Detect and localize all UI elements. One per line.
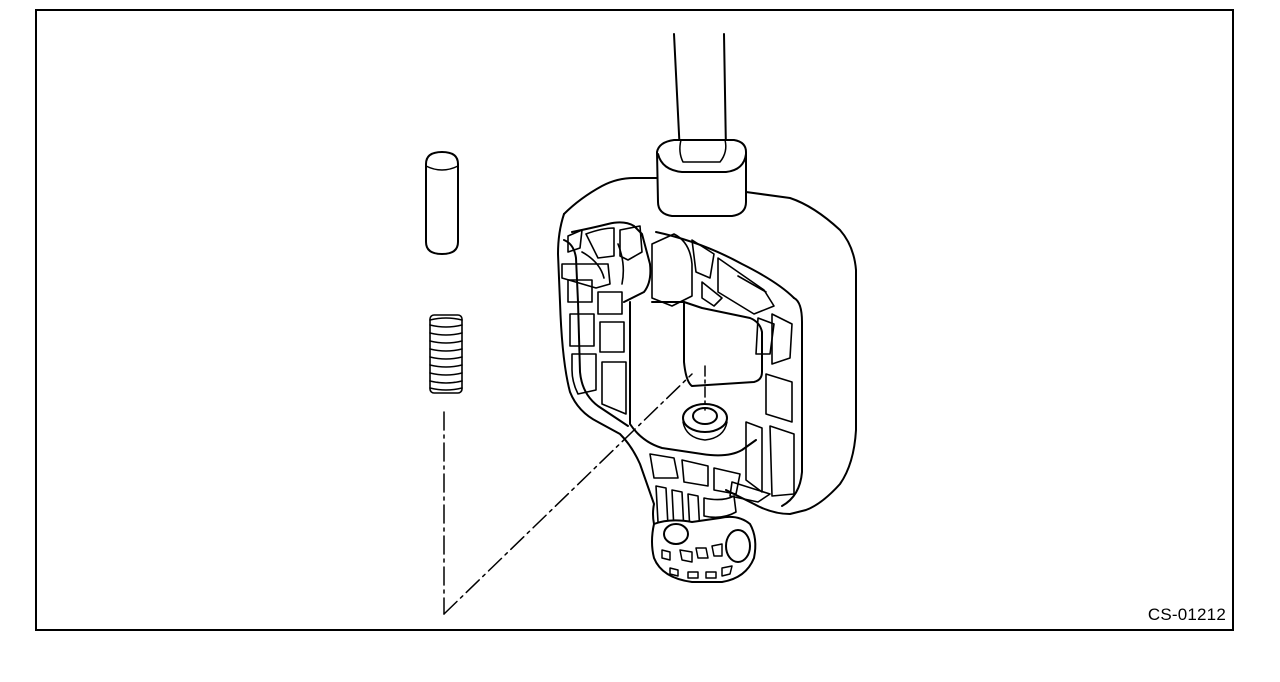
ball-end: [651, 515, 757, 583]
spring-part: [429, 314, 463, 394]
pin-part: [425, 151, 459, 255]
right-ribs: [729, 373, 795, 503]
housing-ribs: [561, 225, 643, 415]
shift-rod: [673, 33, 727, 155]
spring-seat-hole: [682, 403, 728, 441]
shift-lever-assembly-diagram: [425, 33, 857, 615]
upper-ribs: [651, 233, 793, 365]
rod-boss: [656, 139, 747, 217]
diagram-frame: CS-01212: [35, 9, 1234, 631]
figure-code-label: CS-01212: [1147, 605, 1226, 624]
neck-ribs: [649, 453, 741, 535]
installation-guide-line: [443, 365, 706, 615]
